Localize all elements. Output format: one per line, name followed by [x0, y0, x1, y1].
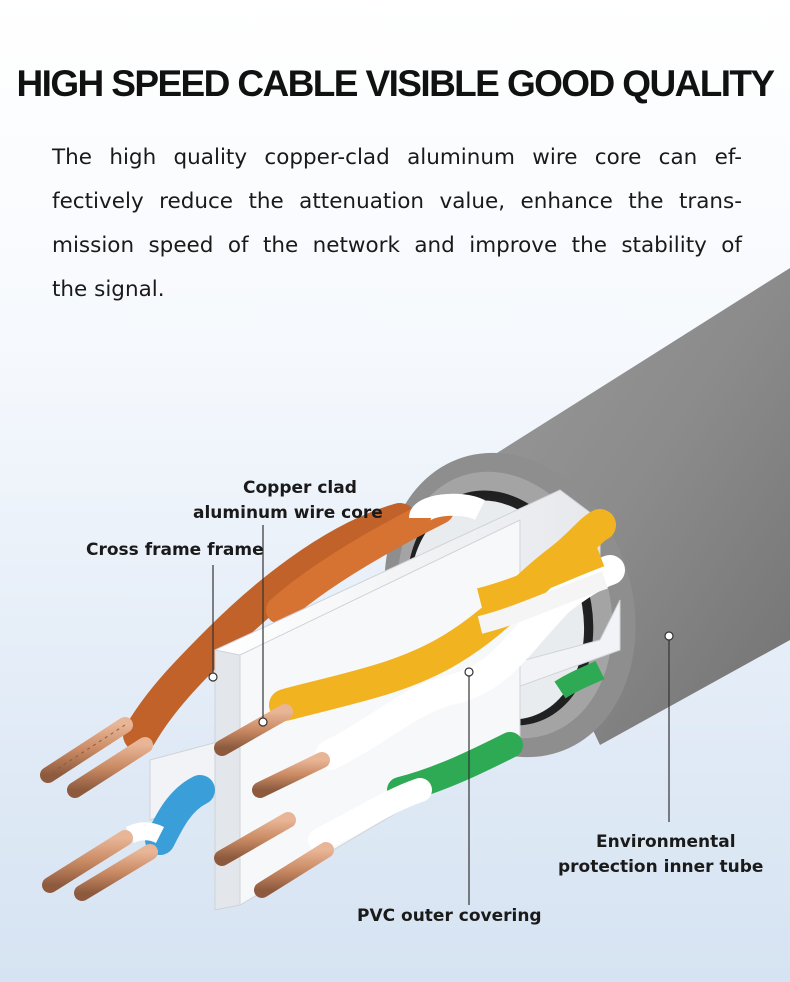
description-paragraph: The high quality copper-clad aluminum wi…: [52, 136, 742, 312]
copper-core-label-line2: aluminum wire core: [193, 503, 383, 523]
inner-tube-marker: [664, 631, 674, 641]
copper-strands-green-white: [214, 812, 334, 898]
inner-tube-label-line2: protection inner tube: [558, 857, 764, 877]
description-line: The high quality copper-clad aluminum wi…: [52, 145, 742, 170]
yellow-wire-pair: [269, 509, 625, 770]
copper-core-label-line1: Copper clad: [243, 478, 357, 498]
description-line: fectively reduce the attenuation value, …: [52, 189, 742, 214]
copper-core-marker: [258, 717, 268, 727]
pvc-covering-marker: [464, 667, 474, 677]
green-wire-pair: [308, 660, 605, 852]
page-heading: HIGH SPEED CABLE VISIBLE GOOD QUALITY: [16, 63, 776, 104]
cross-frame-marker: [208, 672, 218, 682]
copper-strands-yellow-white: [214, 704, 330, 798]
orange-wire-pair: [123, 493, 485, 752]
description-line: mission speed of the network and improve…: [52, 233, 742, 258]
inner-tube-label-line1: Environmental: [596, 832, 736, 852]
pvc-covering-label: PVC outer covering: [357, 906, 542, 926]
cross-frame-label: Cross frame frame: [86, 540, 264, 560]
copper-strands-blue-white: [42, 830, 158, 901]
description-line: the signal.: [52, 277, 165, 302]
copper-strands-orange-white: [40, 717, 153, 798]
blue-wire-pair: [125, 775, 215, 855]
